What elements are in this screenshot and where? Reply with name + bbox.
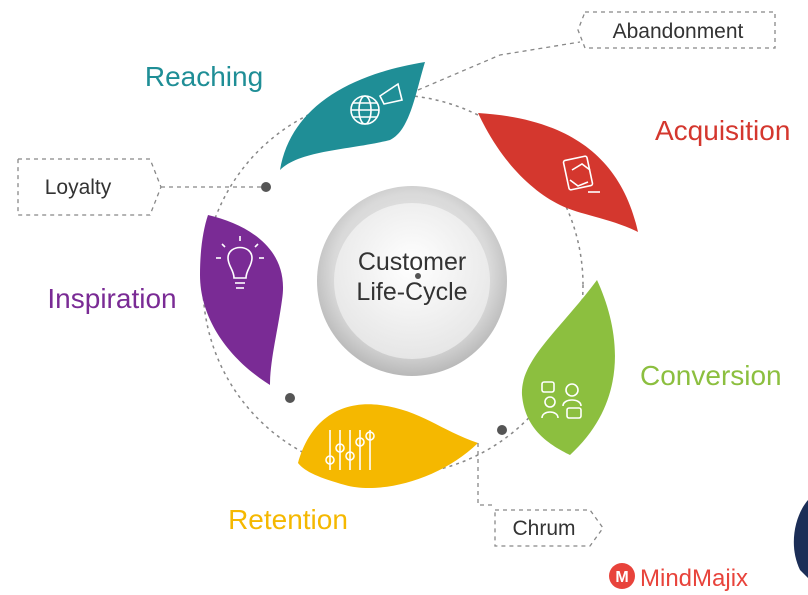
node-dot-inspiration [285,393,295,403]
churn-leader [477,443,495,506]
mindmajix-logo-text: MindMajix [640,565,748,592]
people-chat-icon [541,381,582,419]
churn-callout: Chrum [494,509,604,547]
abandonment-label: Abandonment [613,20,744,43]
retention-petal [298,404,478,489]
center-title-line2: Life-Cycle [356,278,467,306]
retention-label: Retention [228,504,348,535]
conversion-petal [521,280,615,455]
document-handshake-icon [562,155,600,193]
churn-label: Chrum [512,517,575,540]
sliders-icon [325,430,375,470]
conversion-label: Conversion [640,360,782,391]
node-dot-loyalty [261,182,271,192]
node-dot-conversion [497,425,507,435]
edge-decoration [793,500,808,578]
acquisition-label: Acquisition [655,115,790,146]
inspiration-petal [200,215,284,385]
reaching-label: Reaching [145,61,263,92]
abandonment-callout: Abandonment [577,11,776,49]
loyalty-label: Loyalty [45,176,112,199]
inspiration-label: Inspiration [47,283,176,314]
mindmajix-logo: M MindMajix [609,563,748,592]
mindmajix-logo-icon [609,563,635,589]
abandonment-leader [417,41,581,91]
center-title-line1: Customer [358,248,466,276]
svg-text:M: M [615,569,628,586]
globe-megaphone-icon [350,82,403,125]
center-disc: Customer Life-Cycle [317,186,507,376]
lightbulb-icon [216,236,264,289]
acquisition-petal [478,113,638,232]
loyalty-callout: Loyalty [17,158,162,216]
